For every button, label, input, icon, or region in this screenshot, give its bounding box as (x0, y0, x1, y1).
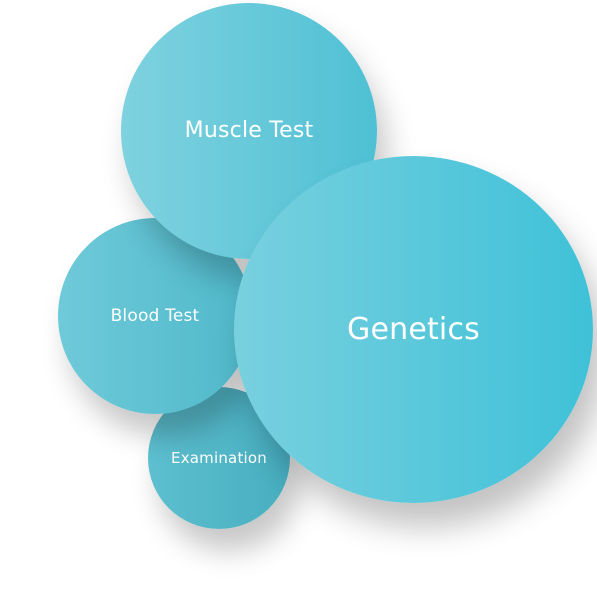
bubble-muscle-test-label: Muscle Test (184, 117, 314, 143)
bubble-genetics-label: Genetics (347, 312, 480, 347)
bubble-blood-test-label: Blood Test (110, 305, 200, 326)
bubble-genetics: Genetics (234, 156, 593, 503)
bubble-examination-label: Examination (171, 448, 267, 467)
